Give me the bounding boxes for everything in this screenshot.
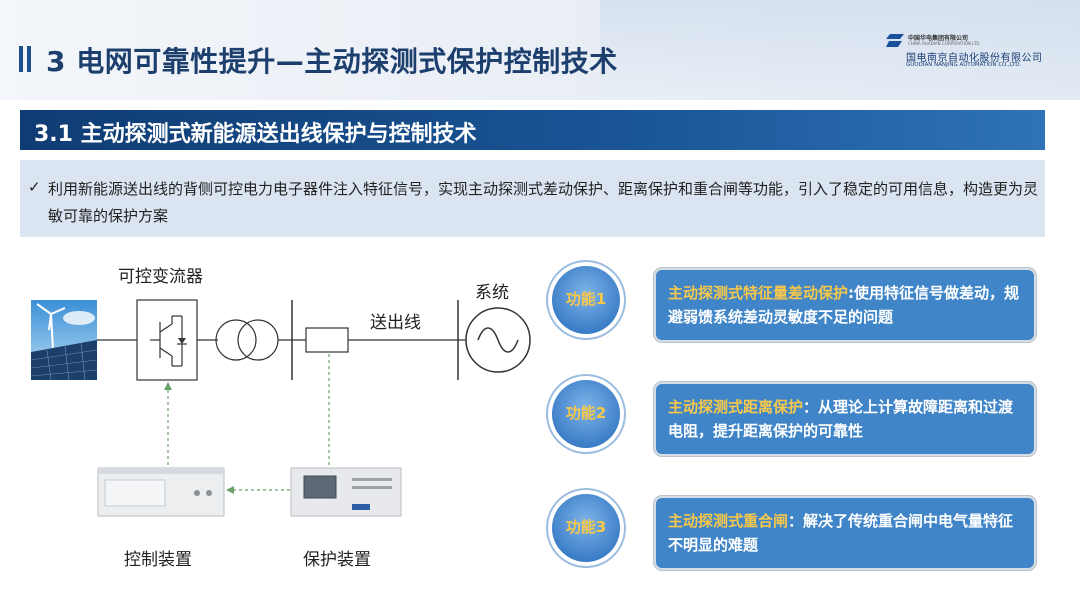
renewable-energy-image (31, 300, 97, 380)
function-text: 主动探测式重合闸：解决了传统重合闸中电气量特征不明显的难题 (668, 509, 1028, 557)
logo-group-name-en: CHINA HUADIAN CORPORATION LTD (908, 41, 980, 46)
protection-device-image (290, 467, 402, 517)
function-badge-label: 功能3 (565, 518, 607, 536)
section-bar: 3.1 主动探测式新能源送出线保护与控制技术 (20, 110, 1045, 150)
single-line-diagram (97, 299, 531, 494)
line-label: 送出线 (370, 313, 421, 333)
checkmark-icon: ✓ (28, 178, 41, 196)
function-highlight: 主动探测式特征量差动保护 (668, 284, 849, 302)
function-description: ：解决了传统重合闸中电气量特征不明显的难题 (668, 512, 1014, 554)
logo-company-name: 国电南京自动化股份有限公司 (906, 53, 1043, 64)
page-title: 3 电网可靠性提升—主动探测式保护控制技术 (46, 45, 618, 78)
section-title: 3.1 主动探测式新能源送出线保护与控制技术 (34, 122, 477, 147)
function-badge-1: 功能1 (552, 266, 620, 334)
function-badge-label: 功能1 (565, 290, 607, 308)
control-device-label: 控制装置 (124, 550, 192, 570)
breaker-icon (305, 327, 349, 353)
header-background-image (600, 0, 1080, 100)
note-text: 利用新能源送出线的背侧可控电力电子器件注入特征信号，实现主动探测式差动保护、距离… (48, 180, 1039, 225)
transformer-icon (215, 319, 257, 361)
function-highlight: 主动探测式重合闸 (668, 512, 789, 530)
converter-icon (136, 299, 198, 381)
function-text: 主动探测式距离保护：从理论上计算故障距离和过渡电阻，提升距离保护的可靠性 (668, 395, 1028, 443)
header-band: 3 电网可靠性提升—主动探测式保护控制技术 中国华电集团有限公司 CHINA H… (0, 0, 1080, 100)
company-logo: 中国华电集团有限公司 CHINA HUADIAN CORPORATION LTD… (884, 33, 1064, 73)
function-badge-3: 功能3 (552, 494, 620, 562)
control-device-image (97, 467, 225, 517)
function-box-2: 主动探测式距离保护：从理论上计算故障距离和过渡电阻，提升距离保护的可靠性 (654, 382, 1036, 456)
system-label: 系统 (475, 283, 509, 303)
note-box: ✓ 利用新能源送出线的背侧可控电力电子器件注入特征信号，实现主动探测式差动保护、… (20, 160, 1045, 237)
function-box-3: 主动探测式重合闸：解决了传统重合闸中电气量特征不明显的难题 (654, 496, 1036, 570)
converter-label: 可控变流器 (118, 267, 203, 287)
logo-company-name-en: GUODIAN NANJING AUTOMATION CO.,LTD. (906, 62, 1022, 68)
function-highlight: 主动探测式距离保护 (668, 398, 804, 416)
function-badge-2: 功能2 (552, 380, 620, 448)
function-text: 主动探测式特征量差动保护:使用特征信号做差动，规避弱馈系统差动灵敏度不足的问题 (668, 281, 1028, 329)
title-bar-icon (19, 46, 33, 72)
function-box-1: 主动探测式特征量差动保护:使用特征信号做差动，规避弱馈系统差动灵敏度不足的问题 (654, 268, 1036, 342)
function-description: :使用特征信号做差动，规避弱馈系统差动灵敏度不足的问题 (668, 284, 1020, 326)
function-description: ：从理论上计算故障距离和过渡电阻，提升距离保护的可靠性 (668, 398, 1014, 440)
function-badge-label: 功能2 (565, 404, 607, 422)
protection-device-label: 保护装置 (303, 550, 371, 570)
company-logo-icon (886, 34, 904, 47)
logo-group-name: 中国华电集团有限公司 (908, 35, 969, 42)
